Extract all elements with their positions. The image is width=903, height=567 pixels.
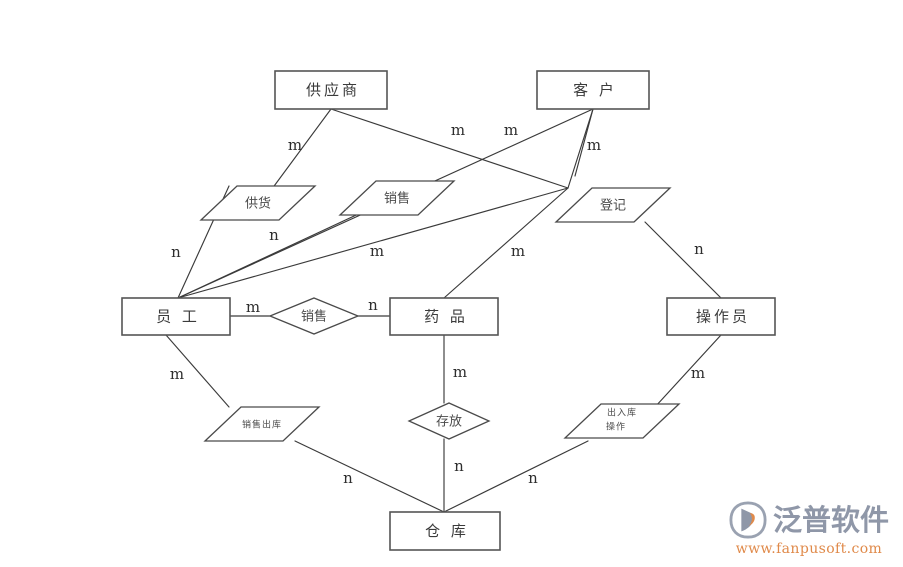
edge-register-operator <box>644 221 722 299</box>
entity-box-supplier <box>274 70 388 110</box>
card-store-wh-n: n <box>454 457 464 475</box>
entity-medicine[interactable]: 药 品 <box>389 297 499 336</box>
card-emp-sell-m: m <box>246 298 260 316</box>
card-customer-register: m <box>587 136 601 154</box>
entity-label-customer: 客 户 <box>573 81 617 99</box>
relationships-group: 供货销售登记销售存放销售出库出入库操作 <box>199 180 681 442</box>
edge-customer-hub <box>567 108 594 189</box>
card-op-inout-m: m <box>691 364 705 382</box>
relationship-sell-mid[interactable]: 销售 <box>268 297 360 335</box>
entity-label-supplier: 供应商 <box>306 81 360 99</box>
card-med-store-m: m <box>453 363 467 381</box>
entity-operator[interactable]: 操作员 <box>666 297 776 336</box>
entity-supplier[interactable]: 供应商 <box>274 70 388 110</box>
relationship-register[interactable]: 登记 <box>554 187 672 223</box>
entity-box-customer <box>536 70 650 110</box>
entity-box-employee <box>121 297 231 336</box>
entity-warehouse[interactable]: 仓 库 <box>389 511 501 551</box>
entity-label-medicine: 药 品 <box>424 308 468 326</box>
entity-box-warehouse <box>389 511 501 551</box>
relationship-supply[interactable]: 供货 <box>199 185 317 221</box>
card-customer-sell: m <box>504 121 518 139</box>
relationship-shape-sales-out <box>203 406 321 442</box>
relationship-shape-inout-op <box>563 403 681 439</box>
edge-inout-warehouse <box>443 440 589 513</box>
relationship-label-sales-out: 销售出库 <box>242 419 282 431</box>
edge-salesout-warehouse <box>294 440 445 513</box>
relationship-sales-out[interactable]: 销售出库 <box>203 406 321 442</box>
edge-hub-medicine <box>443 187 569 299</box>
card-sell-med-n: n <box>368 296 378 314</box>
card-supplier-supply: m <box>288 136 302 154</box>
relationship-label-inout-op-line2: 操作 <box>606 421 626 433</box>
relationship-shape-supply <box>199 185 317 221</box>
entity-employee[interactable]: 员 工 <box>121 297 231 336</box>
entity-label-employee: 员 工 <box>156 308 200 326</box>
card-salesout-wh-n: n <box>343 469 353 487</box>
cardinality-labels-group: m m m m n n m m n m n m m m n n n <box>170 121 705 487</box>
relationship-sell-top[interactable]: 销售 <box>338 180 456 216</box>
relationship-label-inout-op-line1: 出入库 <box>607 407 637 419</box>
relationship-shape-register <box>554 187 672 223</box>
watermark-row: 泛普软件 <box>729 501 889 539</box>
watermark: 泛普软件 www.fanpusoft.com <box>729 501 889 557</box>
entity-customer[interactable]: 客 户 <box>536 70 650 110</box>
relationship-shape-sell-mid <box>268 297 360 335</box>
edge-hub-employee <box>177 187 569 299</box>
card-employee-topm: m <box>370 242 384 260</box>
card-medicine-m: m <box>511 242 525 260</box>
relationship-label-sell-top: 销售 <box>384 191 410 207</box>
relationship-label-supply: 供货 <box>245 196 271 212</box>
relationship-shape-store <box>407 402 491 440</box>
entity-box-medicine <box>389 297 499 336</box>
watermark-brand: 泛普软件 <box>772 502 889 537</box>
card-sell-employee: n <box>269 226 279 244</box>
card-emp-salesout-m: m <box>170 365 184 383</box>
relationship-shape-sell-top <box>338 180 456 216</box>
card-supplier-sell: m <box>451 121 465 139</box>
relationship-store[interactable]: 存放 <box>407 402 491 440</box>
relationship-label-store: 存放 <box>436 415 462 430</box>
entity-box-operator <box>666 297 776 336</box>
relationship-label-register: 登记 <box>600 199 626 214</box>
edge-operator-inout <box>654 334 722 408</box>
card-register-operator: n <box>694 240 704 258</box>
entity-label-operator: 操作员 <box>696 308 750 326</box>
card-inout-wh-n: n <box>528 469 538 487</box>
fanpu-logo-icon <box>729 501 767 539</box>
relationship-label-sell-mid: 销售 <box>301 309 327 325</box>
edge-employee-salesout <box>165 334 230 408</box>
watermark-url: www.fanpusoft.com <box>735 541 883 557</box>
card-supply-employee: n <box>171 243 181 261</box>
entity-label-warehouse: 仓 库 <box>425 522 469 540</box>
edge-supplier-register <box>330 108 569 189</box>
